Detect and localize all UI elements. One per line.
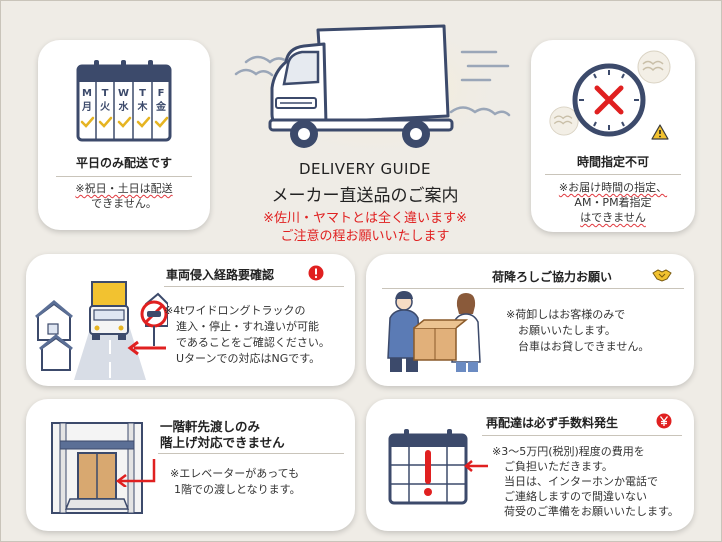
calendar-icon: M T W T F 月 火 水 木 金 <box>76 60 172 146</box>
day-kanji: 火 <box>100 101 111 113</box>
pattern-decoration-icon <box>637 50 671 88</box>
warning-line-2: ご注意の程お願いいたします <box>280 229 450 244</box>
handshake-icon <box>652 267 672 286</box>
redelivery-note-line: 当日は、インターホンか電話で <box>504 475 658 488</box>
unload-note-line: お願いいたします。 <box>518 324 616 337</box>
time-title: 時間指定不可 <box>576 155 649 169</box>
route-note-line: Uターンでの対応はNGです。 <box>176 352 321 365</box>
floor-title-line-2: 階上げ対応できません <box>160 435 285 450</box>
time-note-line: ※お届け時間の指定、 <box>558 181 668 194</box>
calendar-alert-icon <box>386 427 470 511</box>
warning-icon <box>651 124 669 144</box>
warning-line-1: ※佐川・ヤマトとは全く違います※ <box>263 211 467 226</box>
weekday-note-line: ※祝日・土日は配送 <box>75 182 173 195</box>
divider <box>56 176 192 177</box>
unload-title: 荷降ろしご協力お願い <box>492 270 613 284</box>
divider <box>482 435 682 436</box>
arrow-left-icon <box>114 457 158 491</box>
unload-note-line: 台車はお貸しできません。 <box>518 340 650 353</box>
two-people-carrying-box-icon <box>380 288 490 378</box>
vehicle-route-card: 車両侵入経路要確認 ※4tワイドロングトラックの 進入・停止・すれ違いが可能 で… <box>26 254 355 386</box>
day-letter: F <box>158 88 165 99</box>
building-entrance-icon <box>48 419 146 521</box>
redelivery-title: 再配達は必ず手数料発生 <box>486 416 619 430</box>
pattern-decoration-icon <box>549 106 579 140</box>
redelivery-note-line: 荷受のご準備をお願いいたします。 <box>504 505 679 518</box>
divider <box>382 288 684 289</box>
floor-title-line-1: 一階軒先渡しのみ <box>160 419 261 434</box>
guide-title-english: DELIVERY GUIDE <box>299 160 431 178</box>
redelivery-card: 再配達は必ず手数料発生 ※3～5万円(税別)程度の費用を ご負担いただきます。 … <box>366 399 694 531</box>
floor-note-line: ※エレベーターがあっても <box>170 467 300 480</box>
street-truck-icon <box>34 276 169 384</box>
divider <box>164 286 344 287</box>
redelivery-note-line: ※3～5万円(税別)程度の費用を <box>492 445 645 458</box>
day-letter: M <box>82 88 92 99</box>
floor-note-line: 1階での渡しとなります。 <box>174 483 301 496</box>
day-kanji: 水 <box>118 100 130 113</box>
yen-icon <box>656 413 672 433</box>
redelivery-note-line: ご負担いただきます。 <box>504 460 613 473</box>
time-note-line: はできません <box>580 211 646 224</box>
route-note-line: ※4tワイドロングトラックの <box>164 304 306 317</box>
guide-title-japanese: メーカー直送品のご案内 <box>271 186 459 206</box>
weekday-note-line: できません。 <box>91 197 157 210</box>
day-kanji: 月 <box>81 101 92 113</box>
day-kanji: 金 <box>155 100 167 113</box>
unloading-card: 荷降ろしご協力お願い ※荷卸しはお客様のみで お願いいたします。 台車はお貸しで… <box>366 254 694 386</box>
day-letter: T <box>102 88 109 99</box>
day-letter: W <box>118 88 129 99</box>
ground-floor-card: 一階軒先渡しのみ 階上げ対応できません ※エレベーターがあっても 1階での渡しと… <box>26 399 355 531</box>
day-kanji: 木 <box>137 100 149 113</box>
divider <box>545 174 681 175</box>
weekday-title: 平日のみ配送です <box>75 156 172 170</box>
time-note-line: AM・PM着指定 <box>574 196 652 209</box>
redelivery-note-line: ご連絡しますので間違いない <box>504 490 647 503</box>
no-time-slot-card: 時間指定不可 ※お届け時間の指定、 AM・PM着指定 はできません <box>531 40 695 232</box>
weekday-delivery-card: M T W T F 月 火 水 木 金 平日のみ配送です ※祝日・土日は配送 で… <box>38 40 210 230</box>
route-title: 車両侵入経路要確認 <box>166 268 275 282</box>
delivery-truck-icon <box>234 15 511 159</box>
route-note-line: 進入・停止・すれ違いが可能 <box>176 320 319 333</box>
alert-icon <box>308 265 324 285</box>
arrow-left-icon <box>464 457 488 476</box>
route-note-line: であることをご確認ください。 <box>176 336 330 349</box>
day-letter: T <box>139 88 146 99</box>
unload-note-line: ※荷卸しはお客様のみで <box>506 308 626 321</box>
clock-cross-icon <box>571 62 647 142</box>
divider <box>158 453 344 454</box>
hero-illustration <box>226 12 518 162</box>
